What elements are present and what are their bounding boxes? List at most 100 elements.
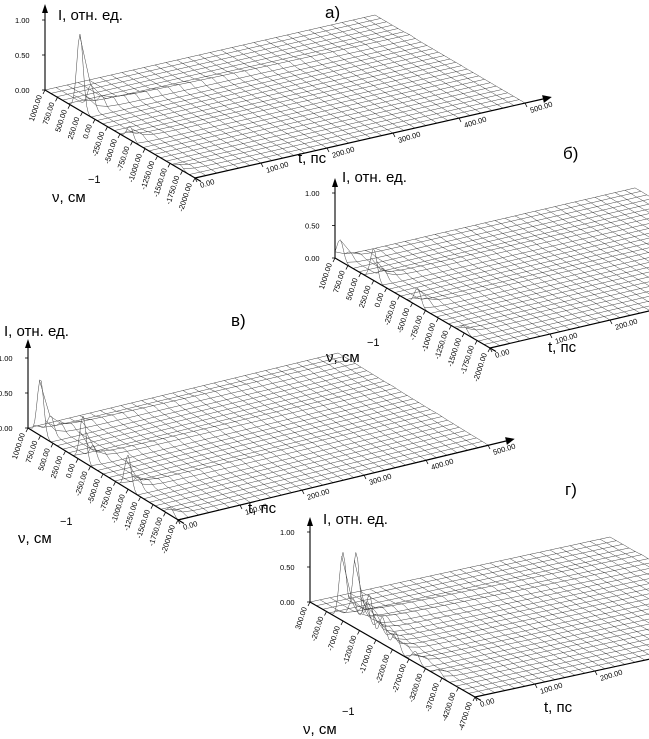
mesh-line-t: [469, 567, 636, 663]
mesh-line-t: [379, 586, 546, 683]
mesh-line-t: [120, 405, 272, 498]
t-tick: [326, 147, 330, 153]
nu-axis-label-exponent: −1: [88, 174, 101, 186]
mesh-line-t: [609, 536, 649, 560]
nu-tick: [461, 332, 465, 338]
mesh-line-t: [364, 250, 521, 342]
mesh-line-nu: [73, 31, 404, 102]
mesh-line-t: [330, 24, 482, 114]
nu-tick-label: -2000.00: [176, 182, 194, 213]
mesh-line-t: [100, 410, 251, 503]
nu-tick: [167, 163, 171, 168]
mesh-line-t: [519, 556, 649, 631]
nu-tick: [340, 620, 344, 626]
nu-tick-label: -750.00: [98, 486, 114, 513]
mesh-line-nu: [454, 281, 649, 328]
mesh-line-t: [559, 547, 649, 600]
z-axis-arrow: [42, 4, 48, 13]
nu-tick-label: -500.00: [395, 307, 411, 334]
mesh-line-t: [374, 14, 526, 104]
nu-tick: [423, 310, 426, 315]
z-tick-label: 0.50: [0, 389, 13, 398]
nu-tick: [138, 496, 141, 502]
t-axis-label: t, пс: [298, 150, 327, 167]
nu-tick: [113, 481, 116, 486]
panel-label: б): [563, 144, 578, 163]
mesh-line-t: [131, 402, 282, 496]
nu-tick: [332, 257, 336, 263]
mesh-line-nu: [376, 218, 649, 276]
nu-tick: [42, 89, 46, 95]
nu-tick: [150, 504, 154, 509]
nu-tick-label: -700.00: [325, 625, 341, 652]
nu-tick-label: 250.00: [66, 116, 82, 141]
nu-tick-label: -2000.00: [159, 524, 177, 555]
nu-tick: [163, 512, 166, 517]
mesh-line-t: [77, 82, 229, 171]
t-tick: [239, 504, 243, 510]
nu-tick: [324, 611, 327, 616]
nu-tick: [472, 696, 476, 702]
mesh-line-t: [231, 47, 383, 136]
nu-tick-label: 1000.00: [317, 262, 334, 291]
t-tick: [524, 102, 528, 108]
mesh-line-t: [399, 582, 566, 678]
mesh-line-t: [429, 575, 596, 672]
t-tick-label: 0.00: [494, 347, 511, 360]
nu-tick-label: -4200.00: [440, 691, 458, 722]
nu-tick: [105, 126, 108, 131]
nu-axis-label-exponent: −1: [367, 337, 380, 349]
mesh-line-t: [143, 67, 295, 156]
mesh-line-t: [544, 208, 649, 270]
mesh-line-t: [394, 243, 551, 335]
nu-tick-label: -3200.00: [407, 672, 425, 703]
nu-tick: [38, 435, 41, 440]
t-axis-label: t, пс: [548, 339, 577, 356]
t-tick: [392, 132, 396, 138]
mesh-line-t: [309, 552, 476, 698]
panel-1: 0.000.501.000.00100.00200.00300.00400.00…: [15, 3, 554, 213]
mesh-line-t: [275, 367, 427, 461]
mesh-line-t: [474, 224, 631, 316]
nu-tick: [92, 119, 96, 124]
mesh-line-t: [308, 29, 460, 119]
z-tick-label: 0.50: [15, 51, 30, 60]
nu-tick: [307, 601, 311, 607]
mesh-line-nu: [39, 359, 350, 424]
nu-tick-label: 750.00: [331, 269, 347, 294]
t-tick: [425, 459, 429, 465]
mesh-line-t: [449, 571, 616, 667]
nu-tick-label: 500.00: [36, 447, 52, 472]
nu-tick-label: -1700.00: [357, 644, 375, 675]
mesh-line-t: [363, 17, 515, 106]
nu-tick: [390, 649, 393, 654]
nu-tick: [55, 97, 58, 102]
nu-tick: [456, 687, 459, 692]
nu-tick-label: 750.00: [41, 101, 57, 126]
mesh-line-t: [162, 395, 313, 488]
mesh-line-t: [444, 231, 601, 323]
nu-tick-label: -2000.00: [471, 352, 489, 383]
t-axis-label: t, пс: [248, 500, 277, 517]
nu-tick: [25, 427, 29, 433]
mesh-line-t: [198, 54, 350, 144]
mesh-line-t: [489, 562, 649, 655]
t-tick: [534, 683, 538, 689]
nu-tick: [474, 340, 478, 345]
nu-tick: [192, 177, 196, 183]
mesh-line-t: [341, 22, 493, 111]
mesh-line-t: [352, 19, 504, 109]
nu-tick-label: -4700.00: [456, 701, 474, 732]
panel-label: в): [231, 311, 246, 330]
nu-tick-label: 250.00: [49, 455, 65, 480]
nu-axis: [27, 427, 185, 525]
z-tick-label: 0.00: [305, 254, 320, 263]
z-tick-label: 0.50: [305, 222, 320, 231]
mesh-line-t: [337, 352, 489, 446]
nu-axis-label: ν, см: [326, 349, 360, 366]
surface-mesh: [309, 536, 649, 698]
nu-tick: [142, 148, 146, 153]
nu-axis: [334, 257, 497, 353]
mesh-line-t: [165, 62, 317, 151]
nu-tick: [63, 450, 66, 456]
